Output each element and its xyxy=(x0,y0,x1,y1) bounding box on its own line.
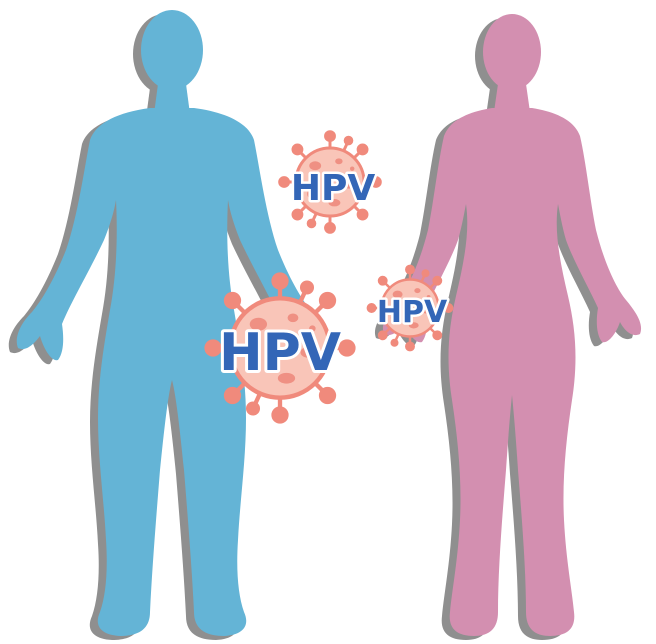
virus-large-label: HPV xyxy=(219,323,341,383)
virus-top-label: HPV xyxy=(291,168,376,209)
virus-small-label: HPV xyxy=(377,295,448,330)
